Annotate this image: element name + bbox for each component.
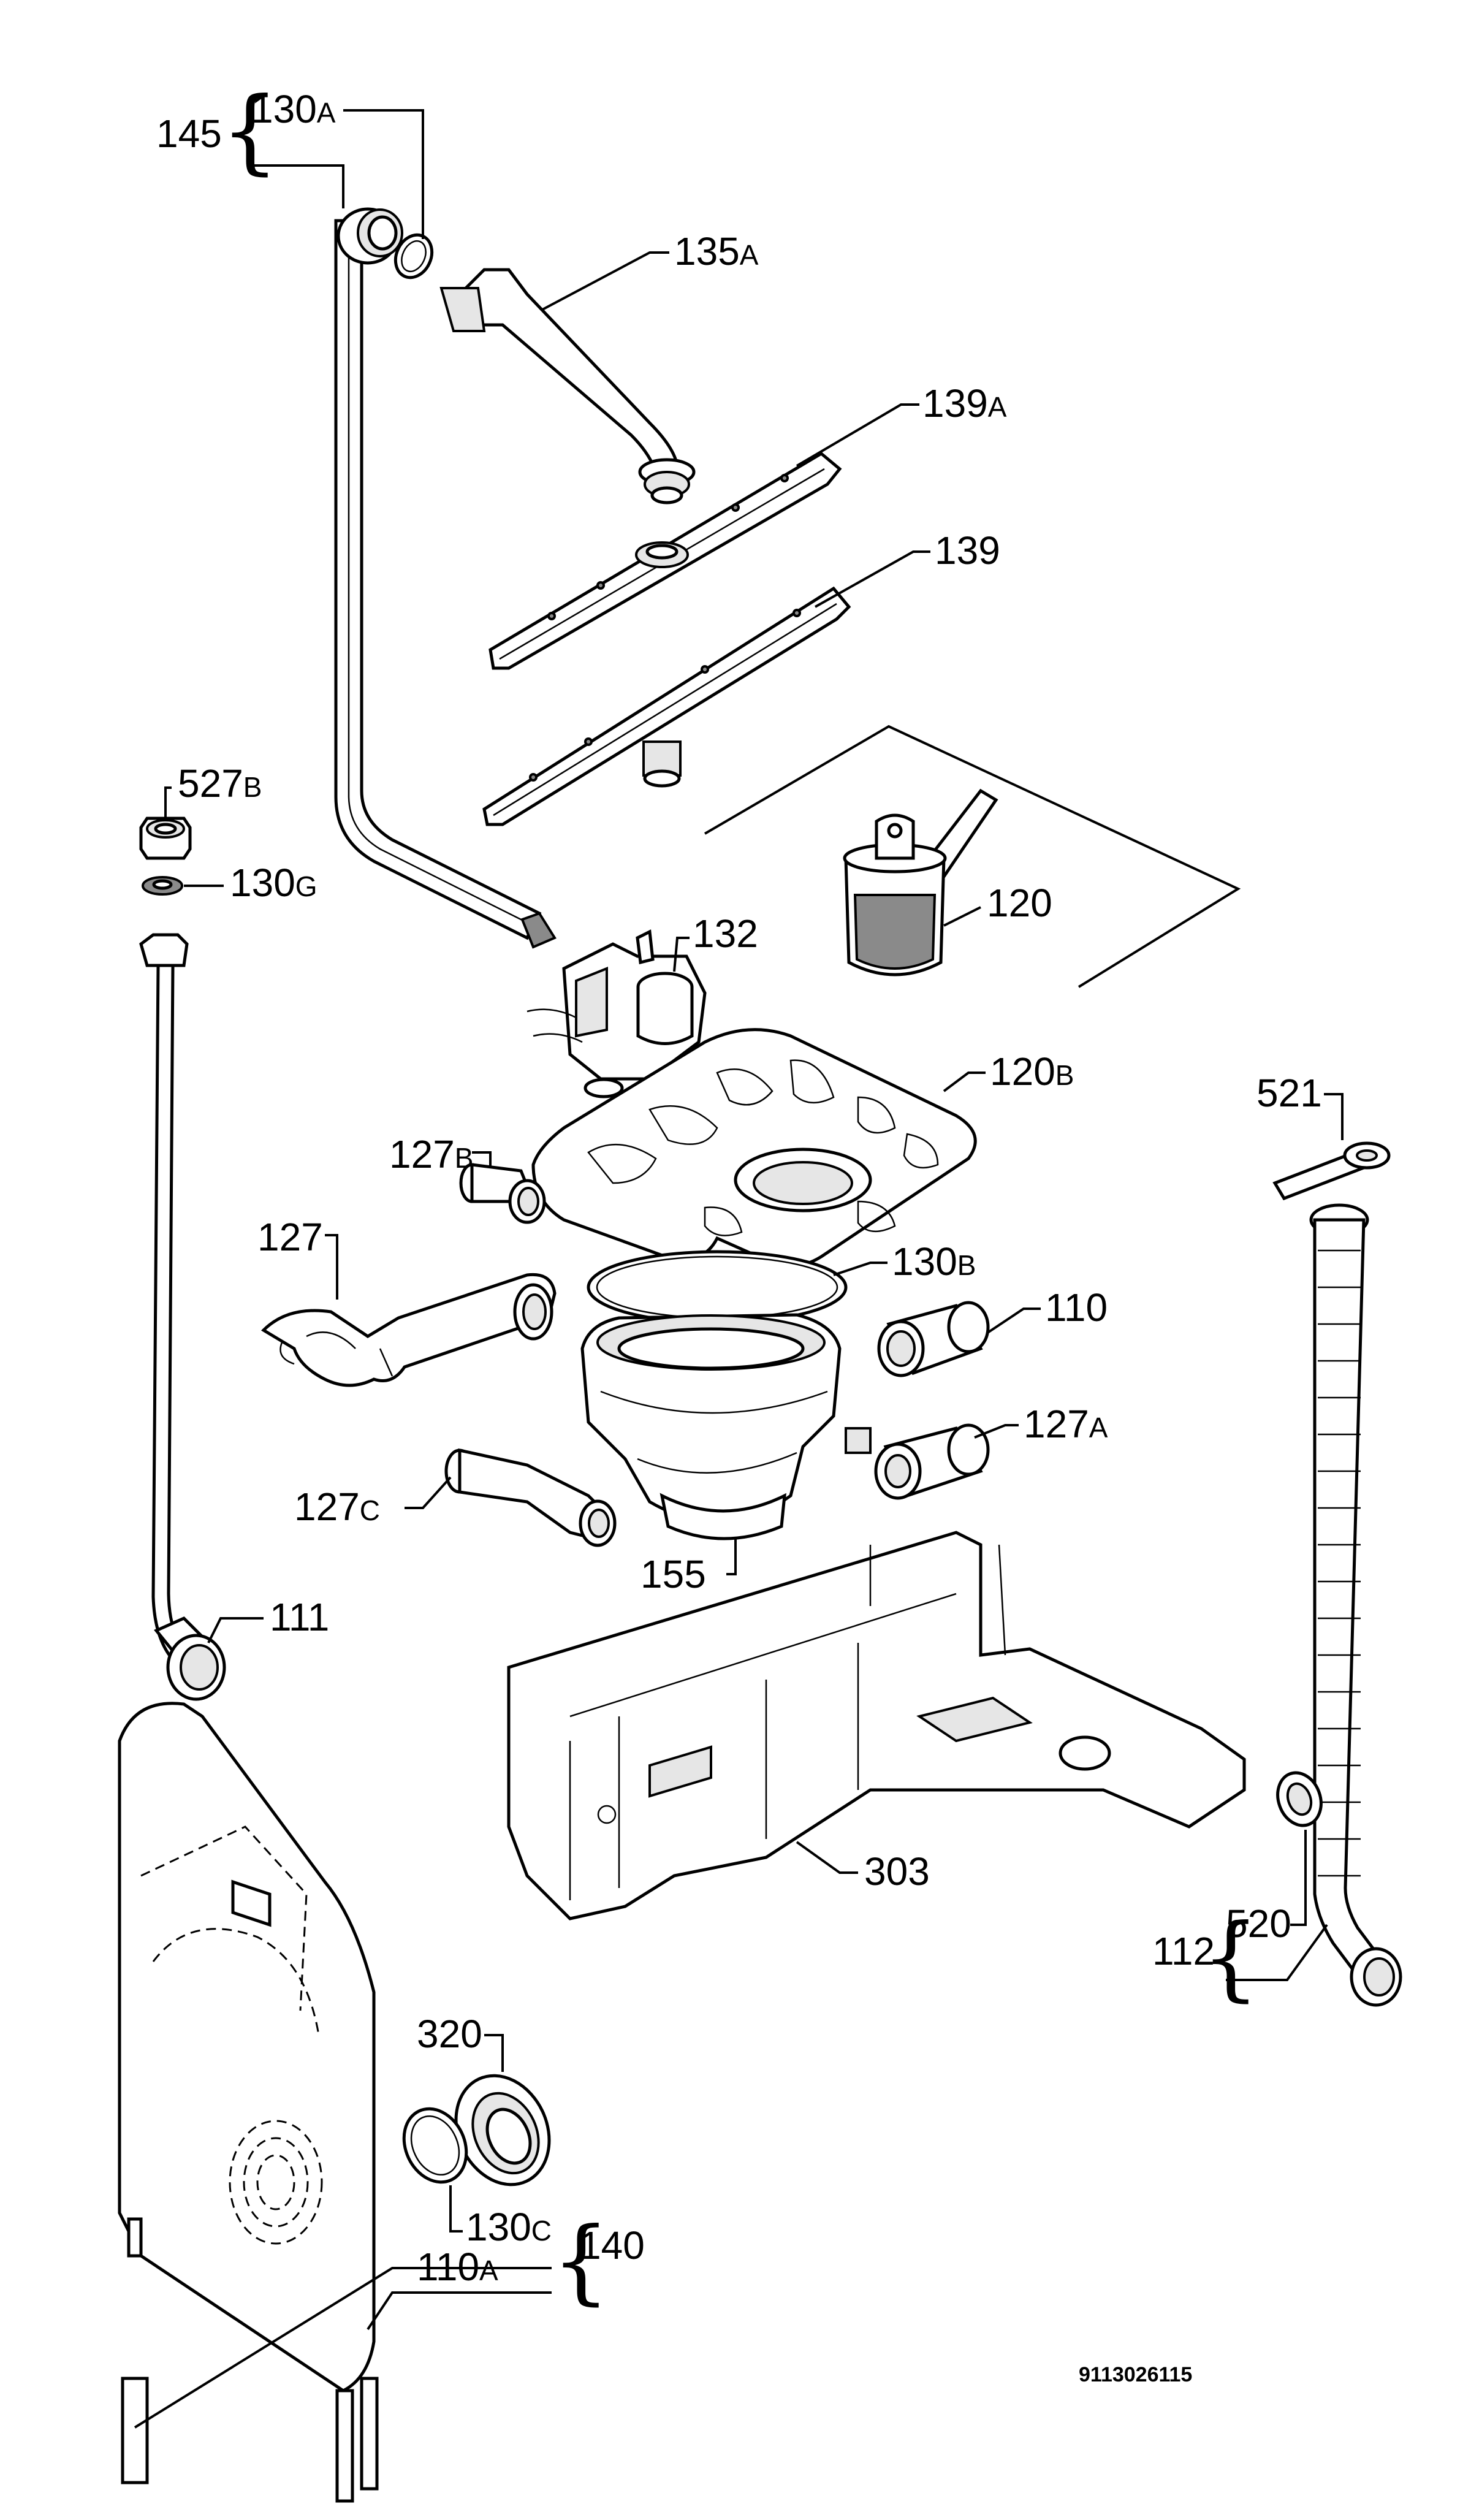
label-130A: 130A: [251, 87, 336, 131]
label-127C: 127C: [294, 1485, 380, 1529]
label-127: 127: [257, 1215, 323, 1259]
part-120B-filter-plate: [531, 1028, 977, 1268]
leader-120: [943, 906, 981, 927]
label-130C: 130C: [466, 2205, 552, 2249]
label-111: 111: [270, 1595, 329, 1639]
leader-130A: [343, 109, 424, 239]
leader-139A: [796, 403, 919, 467]
label-127B: 127B: [389, 1132, 473, 1176]
leader-520: [1290, 1830, 1307, 1926]
leader-320: [484, 2034, 504, 2072]
part-521-hose-clip: [1272, 1141, 1391, 1201]
label-132: 132: [693, 912, 758, 956]
brace-140: {: [552, 2208, 610, 2315]
leader-110: [986, 1308, 1041, 1334]
leader-527B: [164, 786, 172, 818]
label-135A: 135A: [674, 229, 759, 273]
label-303: 303: [864, 1849, 930, 1894]
label-139A: 139A: [922, 381, 1007, 425]
part-127C-hose: [444, 1448, 617, 1547]
label-130B: 130B: [892, 1239, 976, 1284]
label-521: 521: [1256, 1071, 1322, 1115]
part-520-clamp: [1276, 1771, 1323, 1827]
label-527B: 527B: [178, 761, 262, 805]
leader-127: [325, 1234, 338, 1300]
label-120: 120: [987, 881, 1052, 925]
part-320-nut: [454, 2074, 551, 2187]
part-527B-nut: [139, 817, 192, 860]
label-320: 320: [417, 2012, 482, 2056]
leader-120B: [943, 1072, 986, 1092]
part-145-supply-pipe: [334, 207, 557, 949]
part-139-lower-spray-arm: [482, 586, 851, 826]
part-132-valve-assembly: [526, 929, 707, 1098]
label-127A: 127A: [1024, 1402, 1108, 1446]
leader-111: [207, 1617, 264, 1643]
filter-plane-outline: [704, 725, 1241, 988]
label-145: 145: [156, 112, 222, 156]
part-155-sump: [580, 1313, 872, 1540]
diagram-code: 9113026115: [1079, 2363, 1192, 2386]
leader-130B: [833, 1262, 888, 1276]
label-110: 110: [1045, 1285, 1108, 1330]
part-130A-o-ring: [393, 233, 434, 280]
label-155: 155: [640, 1552, 706, 1596]
label-139: 139: [935, 528, 1000, 573]
part-140-softener: [118, 1702, 379, 2503]
leader-135A: [542, 251, 669, 311]
leader-112: [1226, 1924, 1328, 1981]
leader-110A-2: [367, 2291, 552, 2331]
label-130G: 130G: [230, 861, 317, 905]
leader-155: [726, 1539, 737, 1575]
part-127-hose: [260, 1273, 557, 1387]
part-112-drain-hose: [1309, 1203, 1402, 2007]
part-139A-upper-spray-arm: [488, 451, 842, 670]
leader-127A: [974, 1424, 1019, 1439]
part-127A-coupling: [874, 1423, 990, 1500]
label-120B: 120B: [990, 1049, 1074, 1094]
part-130B-seal-ring: [587, 1250, 848, 1325]
part-303-base-tray: [507, 1531, 1246, 1920]
leader-521: [1324, 1093, 1344, 1140]
leader-127B: [472, 1151, 492, 1168]
label-112: 112: [1152, 1929, 1215, 1973]
leader-303: [796, 1841, 858, 1874]
brace-112: {: [1201, 1905, 1260, 2011]
leader-110A-1: [134, 2267, 552, 2429]
label-140: 140: [579, 2223, 645, 2267]
leader-130C: [449, 2185, 463, 2233]
part-120-filter: [704, 725, 1241, 988]
leader-127C: [405, 1476, 452, 1509]
part-130C-seal: [402, 2107, 468, 2184]
part-110-coupling: [877, 1301, 990, 1377]
leader-139: [815, 550, 930, 608]
part-111-inlet-hose: [139, 933, 226, 1701]
leader-132: [673, 937, 690, 972]
part-130G-washer: [142, 876, 183, 896]
label-520: 520: [1226, 1901, 1291, 1946]
leader-145: [251, 164, 344, 208]
part-135A-feed-tube: [439, 268, 696, 504]
part-127B-connector: [459, 1163, 546, 1224]
